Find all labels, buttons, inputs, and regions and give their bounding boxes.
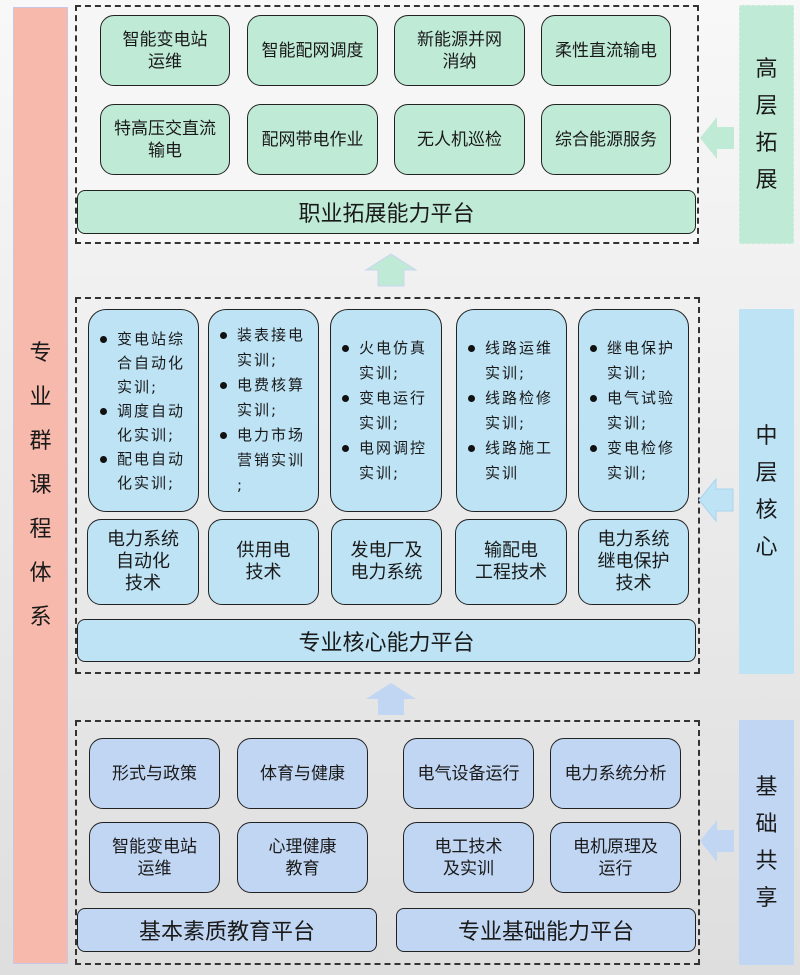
training-item: 继电保护实训;: [587, 336, 675, 386]
career-course-box: 智能变电站 运维: [100, 15, 230, 86]
training-item: 变电运行实训;: [339, 386, 427, 436]
pillar-char: 业: [29, 384, 52, 410]
training-item: 配电自动化实训;: [97, 447, 185, 495]
pillar-char: 课: [29, 472, 52, 498]
label-char: 共: [755, 848, 778, 874]
training-item: 变电站综合自动化实训;: [97, 327, 185, 399]
training-item: 线路施工实训: [465, 436, 553, 486]
career-course-box: 配网带电作业: [247, 104, 378, 175]
label-char: 拓: [755, 130, 778, 156]
pillar-char: 体: [29, 560, 52, 586]
pillar-char: 系: [29, 604, 52, 630]
professional-foundation-platform: 专业基础能力平台: [396, 908, 696, 952]
foundation-course-box: 电气设备运行: [403, 738, 534, 809]
course-system-pillar: 专 业 群 课 程 体 系: [13, 7, 68, 964]
foundation-course-box: 体育与健康: [237, 738, 368, 809]
training-item: 电气试验实训;: [587, 386, 675, 436]
label-char: 享: [755, 885, 778, 911]
left-arrow-icon: [700, 117, 734, 159]
pillar-char: 程: [29, 516, 52, 542]
core-course-box: 供用电 技术: [208, 519, 319, 605]
core-course-box: 输配电 工程技术: [455, 519, 567, 605]
pillar-char: 专: [29, 340, 52, 366]
career-course-box: 无人机巡检: [394, 104, 525, 175]
training-box: 火电仿真实训; 变电运行实训; 电网调控实训;: [330, 309, 442, 512]
career-course-box: 特高压交直流 输电: [100, 104, 230, 175]
training-item: 变电检修实训;: [587, 436, 675, 486]
up-arrow-icon: [366, 683, 416, 715]
top-layer-label: 高 层 拓 展: [739, 5, 794, 244]
label-char: 高: [755, 56, 778, 82]
left-arrow-icon: [698, 477, 734, 523]
core-course-box: 电力系统 自动化 技术: [87, 519, 199, 605]
core-platform: 专业核心能力平台: [77, 619, 696, 662]
training-box: 装表接电实训; 电费核算实训; 电力市场营销实训;: [208, 309, 319, 512]
training-item: 电费核算实训;: [217, 373, 305, 423]
left-arrow-icon: [700, 820, 734, 862]
training-item: 电网调控实训;: [339, 436, 427, 486]
middle-layer-frame: [75, 297, 700, 674]
career-platform: 职业拓展能力平台: [77, 190, 696, 234]
foundation-course-box: 电工技术 及实训: [403, 822, 534, 893]
label-char: 层: [755, 460, 778, 486]
career-course-box: 综合能源服务: [541, 104, 671, 175]
core-course-box: 发电厂及 电力系统: [331, 519, 442, 605]
training-box: 变电站综合自动化实训; 调度自动化实训; 配电自动化实训;: [88, 309, 199, 512]
training-item: 线路运维实训;: [465, 336, 553, 386]
up-arrow-icon: [364, 253, 418, 287]
label-char: 核: [755, 497, 778, 523]
basic-quality-platform: 基本素质教育平台: [77, 908, 377, 952]
training-box: 线路运维实训; 线路检修实训; 线路施工实训: [456, 309, 567, 512]
training-item: 电力市场营销实训;: [217, 423, 305, 498]
career-course-box: 柔性直流输电: [541, 15, 671, 86]
label-char: 中: [755, 423, 778, 449]
training-item: 装表接电实训;: [217, 323, 305, 373]
pillar-char: 群: [29, 428, 52, 454]
foundation-course-box: 智能变电站 运维: [89, 822, 220, 893]
bottom-layer-label: 基 础 共 享: [739, 720, 794, 965]
label-char: 展: [755, 167, 778, 193]
foundation-course-box: 电机原理及 运行: [550, 822, 681, 893]
core-course-box: 电力系统 继电保护 技术: [578, 519, 689, 605]
foundation-course-box: 电力系统分析: [550, 738, 681, 809]
label-char: 心: [755, 534, 778, 560]
label-char: 础: [755, 811, 778, 837]
training-item: 调度自动化实训;: [97, 399, 185, 447]
foundation-course-box: 心理健康 教育: [237, 822, 368, 893]
bottom-layer-frame: [75, 720, 700, 965]
label-char: 基: [755, 774, 778, 800]
middle-layer-label: 中 层 核 心: [739, 309, 794, 674]
training-item: 线路检修实训;: [465, 386, 553, 436]
training-box: 继电保护实训; 电气试验实训; 变电检修实训;: [578, 309, 689, 512]
career-course-box: 智能配网调度: [247, 15, 378, 86]
foundation-course-box: 形式与政策: [89, 738, 220, 809]
career-course-box: 新能源并网 消纳: [394, 15, 525, 86]
label-char: 层: [755, 93, 778, 119]
training-item: 火电仿真实训;: [339, 336, 427, 386]
